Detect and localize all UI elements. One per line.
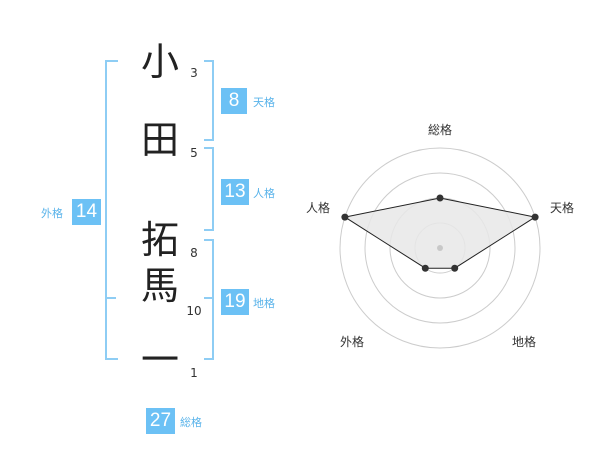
radar-label-tenkaku: 天格 — [549, 201, 574, 215]
radar-point-4 — [421, 264, 429, 272]
name-char-4: 馬 — [140, 264, 179, 308]
stroke-count-1: 3 — [190, 66, 198, 80]
stroke-count-2: 5 — [190, 146, 198, 160]
chikaku-label: 地格 — [253, 297, 275, 310]
name-char-1: 小 — [140, 40, 179, 84]
jinkaku-value: 13 — [221, 179, 249, 205]
radar-grid-ring — [364, 172, 516, 324]
soukaku-value: 27 — [146, 408, 175, 434]
name-char-3: 拓 — [140, 218, 179, 262]
soukaku-label: 総格 — [180, 416, 202, 429]
tenkaku-bracket — [204, 60, 214, 141]
jinkaku-label: 人格 — [253, 187, 275, 200]
name-char-5: 一 — [140, 338, 179, 382]
radar-point-1 — [436, 194, 444, 202]
stroke-count-4: 10 — [186, 304, 202, 318]
tenkaku-value: 8 — [221, 88, 247, 114]
radar-point-2 — [531, 213, 539, 221]
stroke-count-3: 8 — [190, 246, 198, 260]
radar-label-soukaku: 総格 — [427, 123, 452, 137]
gaikaku-bracket — [105, 60, 118, 360]
radar-grid-ring — [339, 147, 541, 349]
radar-center-dot — [437, 245, 443, 251]
radar-score-polygon — [343, 197, 537, 269]
chikaku-value: 19 — [221, 289, 249, 315]
gaikaku-value: 14 — [72, 199, 101, 225]
jinkaku-bracket — [204, 147, 214, 231]
radar-label-chikaku: 地格 — [511, 335, 536, 349]
chikaku-bracket — [204, 239, 214, 360]
radar-point-3 — [451, 264, 459, 272]
radar-label-jinkaku: 人格 — [305, 201, 330, 215]
tenkaku-label: 天格 — [253, 96, 275, 109]
gaikaku-label: 外格 — [41, 207, 63, 220]
stroke-count-5: 1 — [190, 366, 198, 380]
radar-point-5 — [341, 213, 349, 221]
radar-label-gaikaku: 外格 — [339, 335, 364, 349]
name-char-2: 田 — [140, 118, 179, 162]
